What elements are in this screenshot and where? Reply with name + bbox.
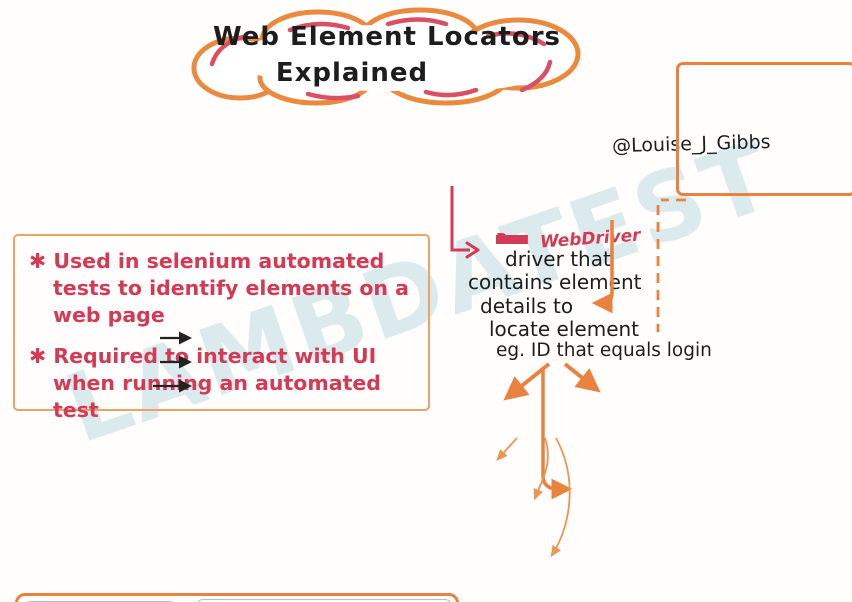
cloud-outline-icon (191, 7, 581, 106)
driver-note-line2: contains element (468, 270, 642, 294)
page-title: Web Element Locators (212, 22, 562, 52)
driver-note-line5: eg. ID that equals login (496, 340, 712, 361)
arrow-title-to-item2 (533, 437, 549, 501)
driver-note-line1: driver that (505, 247, 611, 271)
login-diagram-box: Login Page name PW loginname Login page … (15, 593, 459, 602)
arrow-title-to-item3 (550, 437, 571, 558)
arrow-to-xpath (563, 362, 601, 393)
arrow-to-other-options (541, 370, 573, 500)
driver-note-line4: locate element (489, 317, 640, 341)
driver-note-line3: details to (480, 294, 574, 318)
asterisk-bullet-icon: ✱ (29, 344, 47, 369)
arrow-to-cssselector (503, 362, 551, 401)
scribbled-out-word: Ree (496, 230, 528, 248)
intro-point-1: Used in selenium automated tests to iden… (53, 249, 409, 328)
title-cloud: Web Element Locators Explained (188, 4, 586, 110)
asterisk-bullet-icon: ✱ (29, 249, 47, 273)
inspect-tip-outer-box (676, 62, 852, 196)
intro-notes-box: ✱ Used in selenium automated tests to id… (13, 234, 430, 422)
arrow-title-to-item1 (496, 437, 518, 461)
intro-point-2: Required to interact with UI when runnin… (53, 344, 381, 423)
page-subtitle: Explained (275, 58, 429, 88)
webdriver-label-row: Ree WebDriver (496, 226, 641, 253)
